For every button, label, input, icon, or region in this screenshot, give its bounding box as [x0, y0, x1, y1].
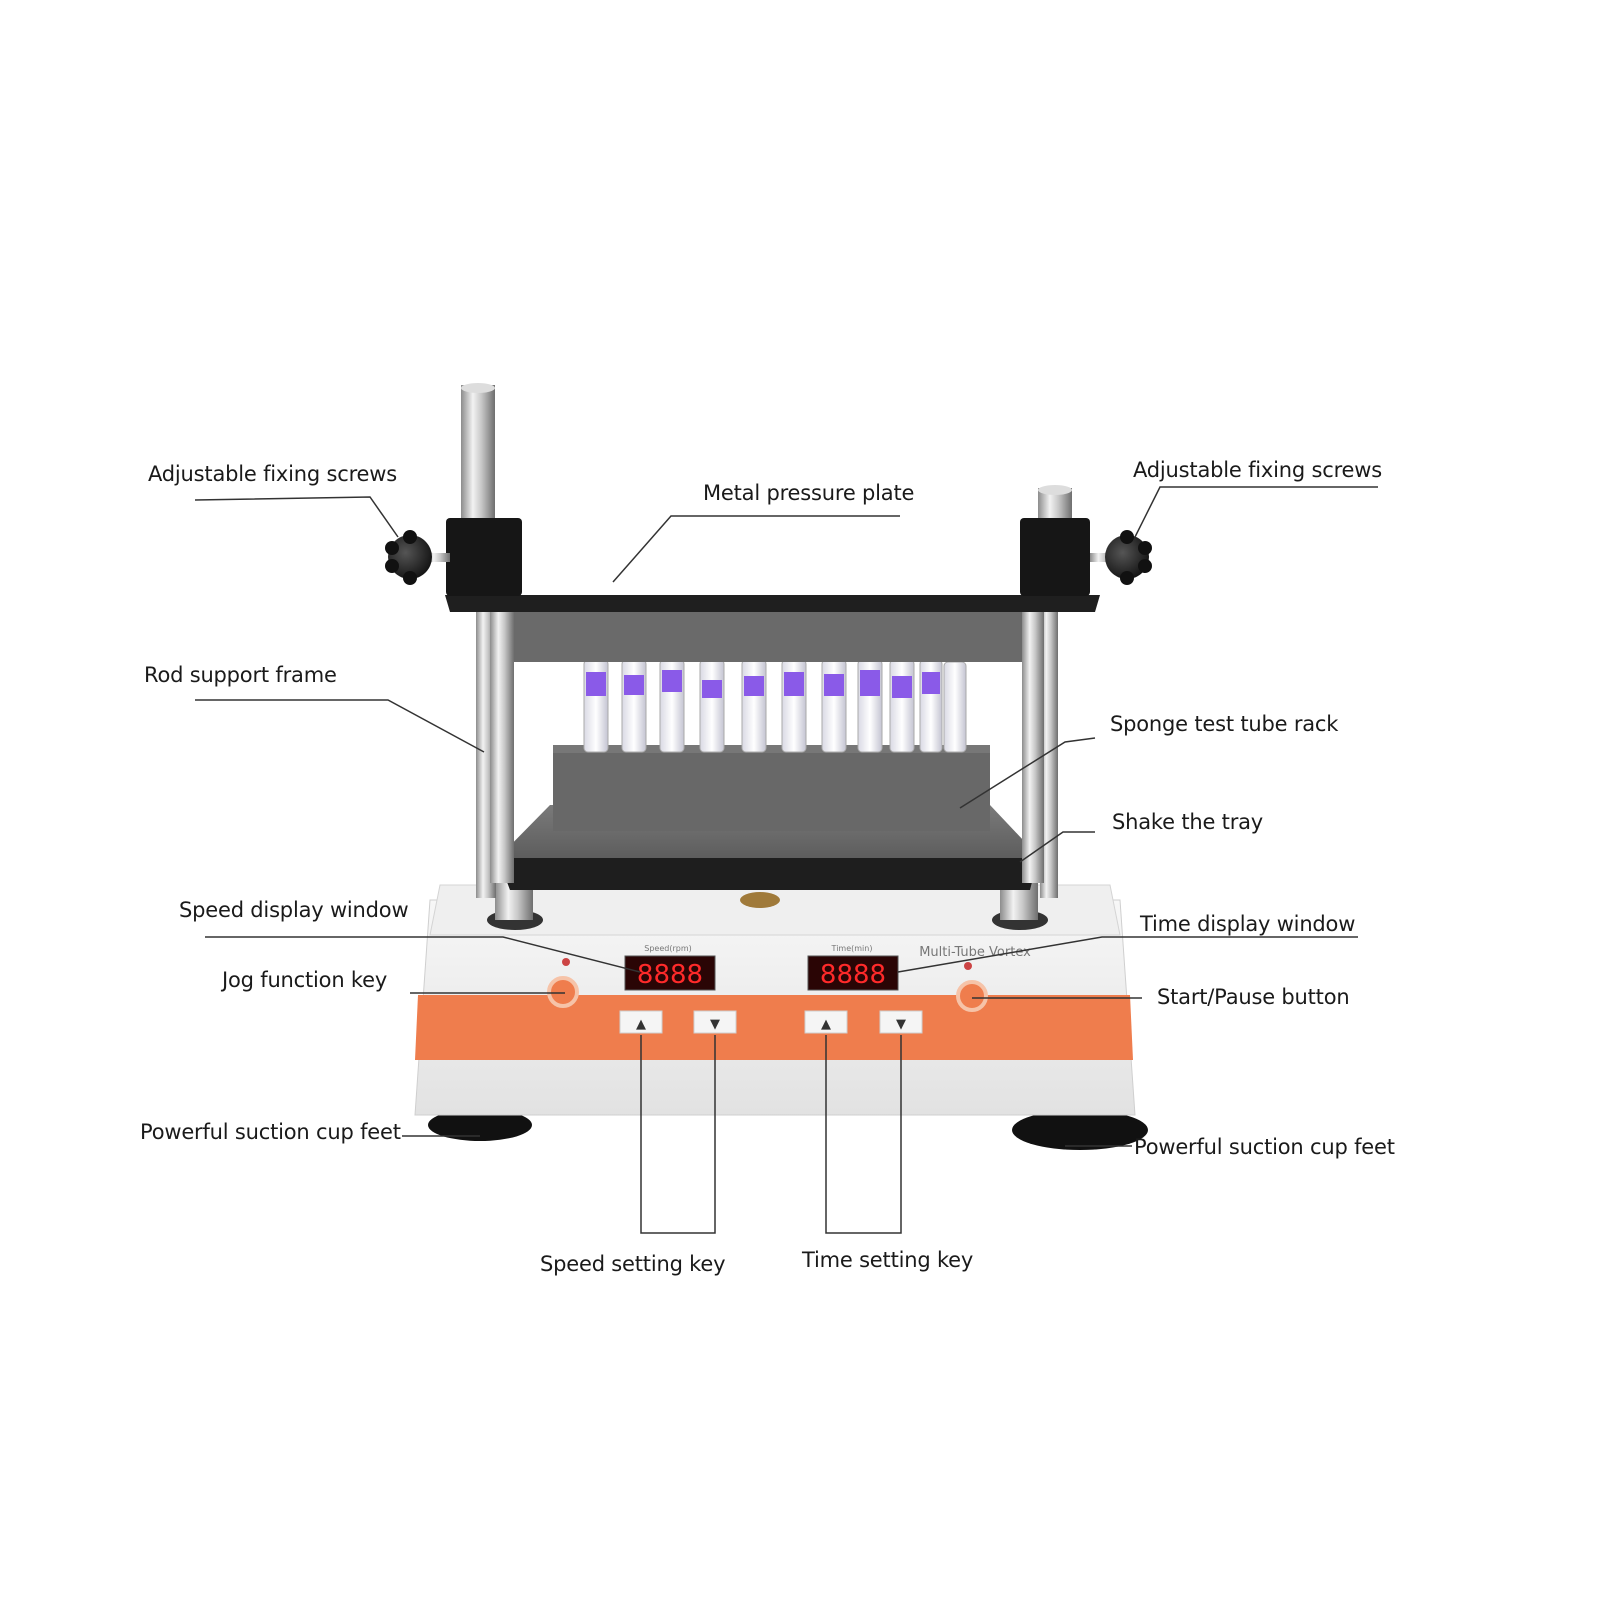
support-post-right [1022, 598, 1044, 883]
leader-screws-left [194, 496, 399, 538]
up-arrow-icon: ▲ [636, 1017, 646, 1032]
test-tube [583, 659, 609, 753]
clamp-sleeve-left [446, 518, 522, 596]
orange-panel [415, 995, 1133, 1060]
suction-foot-right [1012, 1110, 1148, 1150]
leader-speed-display [205, 936, 641, 973]
down-arrow-icon: ▼ [710, 1017, 720, 1032]
label-sponge-rack: Sponge test tube rack [1110, 712, 1339, 736]
center-shaft [740, 892, 780, 908]
test-tubes [583, 659, 967, 753]
time-down-key[interactable]: ▼ [879, 1010, 923, 1034]
leader-shake-tray [1019, 831, 1095, 863]
speed-display-window [624, 955, 716, 991]
adjustable-fixing-screw-left[interactable] [385, 530, 450, 585]
leader-speed-keys [640, 1035, 716, 1234]
jog-indicator-led [562, 958, 570, 966]
label-feet-right: Powerful suction cup feet [1134, 1135, 1395, 1159]
time-display-window [807, 955, 899, 991]
start-pause-button[interactable] [956, 980, 988, 1012]
label-pressure-plate: Metal pressure plate [703, 481, 915, 505]
metal-pressure-plate [445, 595, 1100, 612]
leader-sponge-rack [959, 737, 1096, 809]
speed-up-key[interactable]: ▲ [619, 1010, 663, 1034]
label-shake-tray: Shake the tray [1112, 810, 1264, 834]
shake-tray [498, 858, 1038, 890]
test-tube [889, 659, 915, 753]
test-tube [919, 659, 943, 753]
label-speed-display: Speed display window [179, 898, 409, 922]
test-tube [659, 659, 685, 753]
down-arrow-icon: ▼ [896, 1017, 906, 1032]
support-rod-right [1040, 598, 1058, 898]
leader-screws-right [1134, 486, 1378, 538]
clamp-sleeve-right [1020, 518, 1090, 596]
time-caption: Time(min) [831, 944, 873, 953]
test-tube [621, 659, 647, 753]
time-up-key[interactable]: ▲ [804, 1010, 848, 1034]
up-arrow-icon: ▲ [821, 1017, 831, 1032]
speed-down-key[interactable]: ▼ [693, 1010, 737, 1034]
leader-time-keys [825, 1035, 902, 1234]
upper-sponge-pad [485, 612, 1055, 662]
label-screws-right: Adjustable fixing screws [1133, 458, 1382, 482]
test-tube [741, 659, 767, 753]
leader-pressure-plate [612, 515, 900, 583]
leader-rod-frame [195, 699, 485, 753]
support-post-left [490, 598, 514, 883]
speed-caption: Speed(rpm) [644, 944, 691, 953]
label-feet-left: Powerful suction cup feet [140, 1120, 401, 1144]
label-jog-key: Jog function key [222, 968, 388, 992]
label-screws-left: Adjustable fixing screws [148, 462, 397, 486]
suction-foot-left [428, 1109, 532, 1141]
speed-readout: 8888 [637, 960, 703, 990]
brand-text: Multi-Tube Vortex [919, 945, 1031, 960]
adjustable-fixing-screw-right[interactable] [1090, 530, 1152, 585]
rack-top-edge [553, 745, 990, 753]
top-rod-left [461, 385, 495, 535]
test-tube [781, 659, 807, 753]
leader-lines [194, 486, 1378, 1234]
label-rod-frame: Rod support frame [144, 663, 337, 687]
time-readout: 8888 [820, 960, 886, 990]
jog-function-button[interactable] [547, 976, 579, 1008]
test-tube [821, 659, 847, 753]
test-tube [943, 661, 967, 753]
test-tube [699, 659, 725, 753]
start-indicator-led [964, 962, 972, 970]
test-tube [857, 659, 883, 753]
label-time-keys: Time setting key [802, 1248, 974, 1272]
label-speed-keys: Speed setting key [540, 1252, 726, 1276]
sponge-test-tube-rack [553, 745, 990, 831]
label-time-display: Time display window [1140, 912, 1356, 936]
leader-time-display [897, 936, 1358, 973]
label-start-pause: Start/Pause button [1157, 985, 1350, 1009]
